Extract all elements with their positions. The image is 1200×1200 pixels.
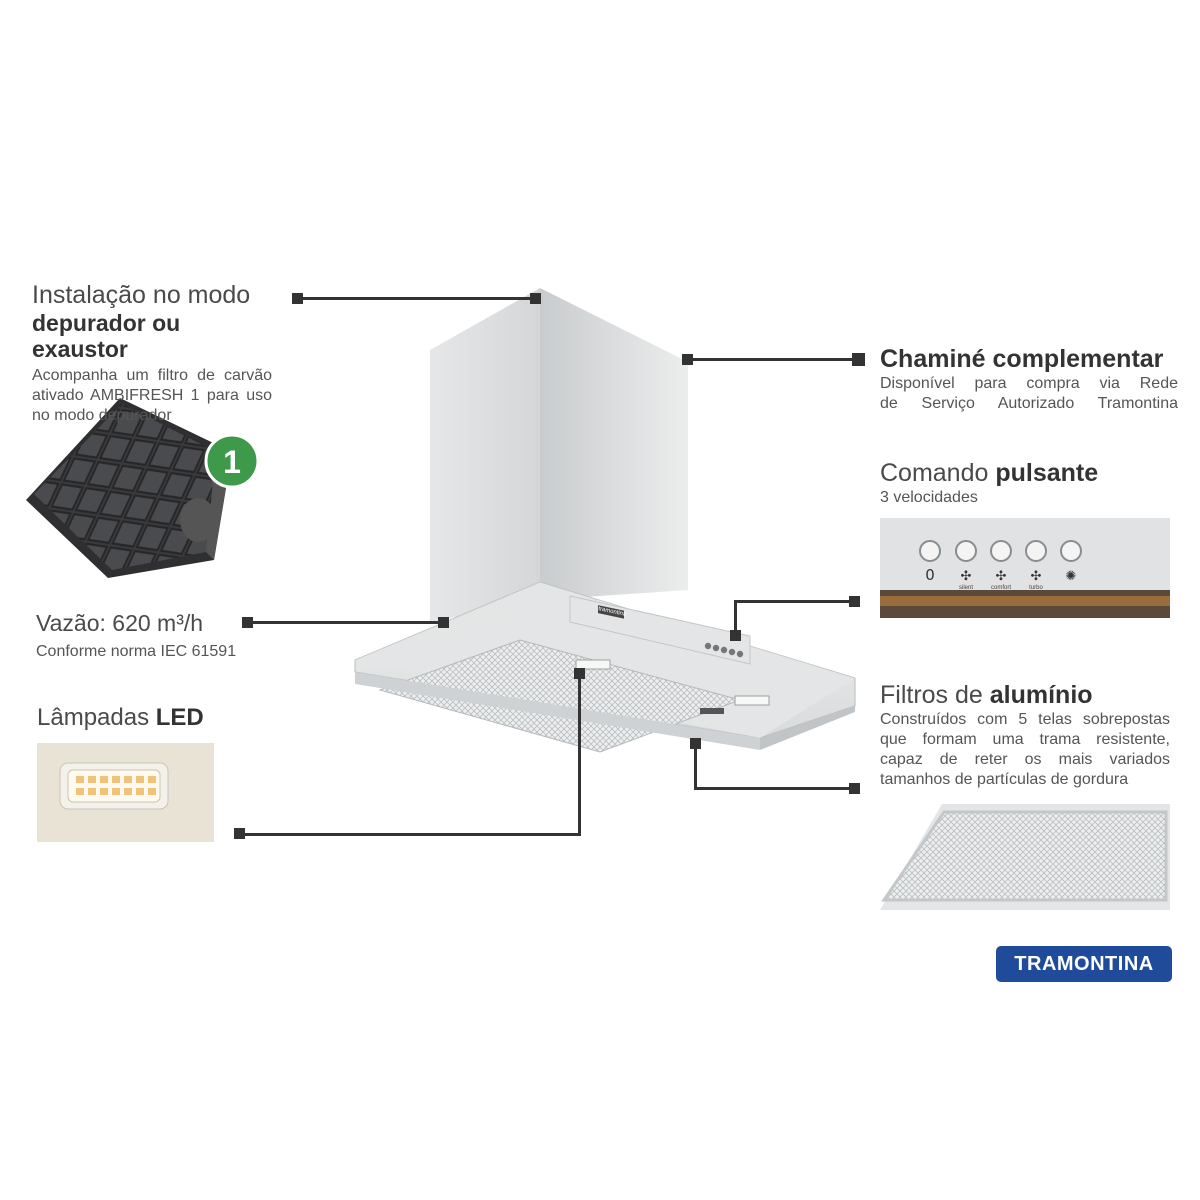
control-callout: Comando pulsante 3 velocidades bbox=[880, 458, 1098, 508]
install-desc-3: no modo depurador bbox=[32, 407, 172, 424]
install-callout: Instalação no modo depurador ou exaustor… bbox=[32, 280, 282, 426]
led-lamp-right bbox=[734, 695, 770, 706]
chimney bbox=[430, 288, 688, 622]
install-subtitle: depurador ou exaustor bbox=[32, 310, 181, 362]
led-chip bbox=[148, 788, 156, 795]
flow-callout: Vazão: 620 m³/h Conforme norma IEC 61591 bbox=[36, 608, 236, 662]
control-button-3 bbox=[1025, 540, 1047, 562]
install-desc-1: Acompanha um filtro de carvão bbox=[32, 367, 272, 384]
control-button-1 bbox=[955, 540, 977, 562]
light-icon: ✺ bbox=[1066, 569, 1077, 584]
chimney-left-face bbox=[430, 288, 540, 622]
control-button-label: turbo bbox=[1029, 585, 1043, 591]
canopy bbox=[354, 581, 856, 753]
control-title-bold: pulsante bbox=[995, 459, 1099, 487]
led-chip bbox=[76, 776, 84, 783]
filters-title: Filtros de bbox=[880, 681, 990, 709]
filters-desc-1: Construídos com 5 telas sobrepostas bbox=[880, 711, 1170, 728]
control-button-label: comfort bbox=[991, 585, 1011, 591]
led-chip bbox=[76, 788, 84, 795]
control-button-2 bbox=[990, 540, 1012, 562]
control-title: Comando bbox=[880, 459, 996, 487]
install-title: Instalação no modo bbox=[32, 281, 251, 309]
control-button-4 bbox=[1060, 540, 1082, 562]
chimney-desc-2: de Serviço Autorizado Tramontina bbox=[880, 395, 1178, 412]
led-chip bbox=[136, 788, 144, 795]
led-chip bbox=[88, 788, 96, 795]
led-chip bbox=[100, 776, 108, 783]
chimney-desc-1: Disponível para compra via Rede bbox=[880, 375, 1178, 392]
tramontina-logo: TRAMONTINA bbox=[996, 946, 1172, 982]
fan-icon: ✣ bbox=[1031, 569, 1042, 584]
chimney-title: Chaminé complementar bbox=[880, 345, 1164, 373]
filter-number-badge bbox=[204, 433, 260, 489]
control-desc: 3 velocidades bbox=[880, 489, 978, 506]
filters-desc-3: capaz de reter os mais variados bbox=[880, 751, 1170, 768]
control-button-label: silent bbox=[959, 585, 973, 591]
led-chip bbox=[124, 788, 132, 795]
led-label-bold: LED bbox=[155, 704, 204, 731]
led-lamp-left bbox=[575, 659, 611, 670]
filters-desc-4: tamanhos de partículas de gordura bbox=[880, 771, 1129, 788]
led-chip bbox=[100, 788, 108, 795]
hood-control-buttons bbox=[704, 642, 744, 658]
led-chip bbox=[124, 776, 132, 783]
chimney-right-face bbox=[540, 288, 688, 600]
filters-callout: Filtros de alumínio Construídos com 5 te… bbox=[880, 680, 1180, 790]
carbon-filter-image bbox=[26, 398, 232, 578]
control-button-0 bbox=[919, 540, 941, 562]
install-desc-2: ativado AMBIFRESH 1 para uso bbox=[32, 387, 272, 404]
led-label: Lâmpadas bbox=[37, 704, 156, 731]
filters-desc-2: que formam uma trama resistente, bbox=[880, 731, 1170, 748]
led-chip bbox=[88, 776, 96, 783]
led-chip bbox=[136, 776, 144, 783]
fan-icon: ✣ bbox=[996, 569, 1007, 584]
control-panel-photo bbox=[880, 518, 1170, 618]
flow-label: Vazão: 620 m³/h bbox=[36, 610, 204, 636]
aluminium-filter-image bbox=[880, 804, 1170, 910]
flow-norm: Conforme norma IEC 61591 bbox=[36, 643, 237, 660]
badge-number: 1 bbox=[223, 444, 241, 480]
led-chip bbox=[112, 776, 120, 783]
led-chip bbox=[148, 776, 156, 783]
control-panel-buttons: 0✣silent✣comfort✣turbo✺ bbox=[919, 540, 1082, 591]
led-lamp-image bbox=[37, 743, 214, 842]
hood-brand-plate bbox=[598, 605, 624, 619]
fan-icon: ✣ bbox=[961, 569, 972, 584]
led-chip bbox=[112, 788, 120, 795]
filters-title-bold: alumínio bbox=[989, 681, 1093, 709]
chimney-callout: Chaminé complementar Disponível para com… bbox=[880, 344, 1186, 414]
off-symbol: 0 bbox=[925, 566, 935, 584]
led-callout: Lâmpadas LED bbox=[37, 704, 204, 732]
